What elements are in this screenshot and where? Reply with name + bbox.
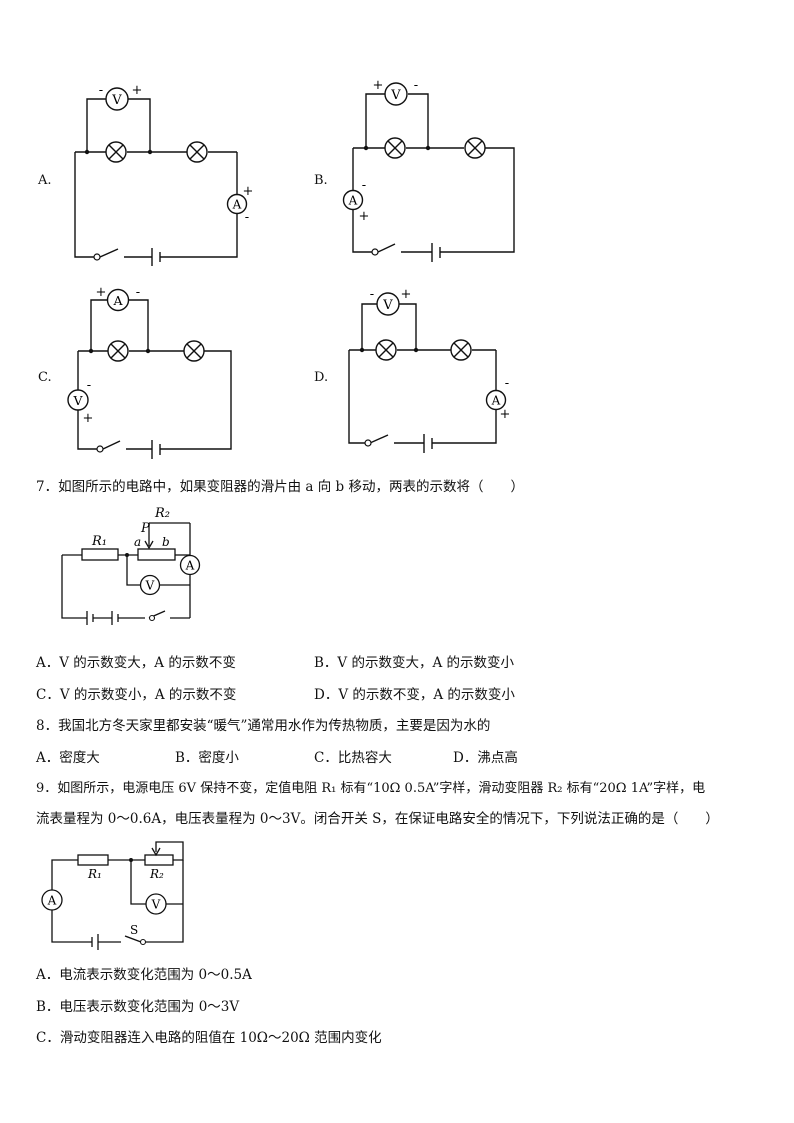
q7-r1-label: R₁ [91, 534, 107, 549]
meter-icon [485, 389, 507, 411]
meter-icon [106, 288, 130, 312]
sign: - [505, 376, 509, 391]
q7-option-c[interactable]: C．V 的示数变小，A 的示数不变 [36, 687, 237, 703]
bulb-icon [384, 137, 406, 159]
q6-a-side-meter: A [232, 198, 242, 212]
sign: - [245, 210, 249, 225]
q9-option-b[interactable]: B．电压表示数变化范围为 0～3V [36, 999, 240, 1015]
sign: + [401, 287, 412, 302]
meter-icon [384, 82, 408, 106]
meter-icon [342, 189, 364, 211]
q8-option-d[interactable]: D．沸点高 [453, 750, 518, 766]
meter-icon [105, 87, 129, 111]
q6-option-a-label[interactable]: A. [38, 173, 52, 188]
q8-option-c[interactable]: C．比热容大 [314, 750, 392, 766]
ammeter-icon [179, 554, 201, 576]
sign: - [414, 78, 418, 93]
q6-option-d-label[interactable]: D. [314, 370, 329, 385]
q8-stem: 8．我国北方冬天家里都安装“暖气”通常用水作为传热物质，主要是因为水的 [36, 718, 491, 734]
q9-voltmeter-label: V [151, 898, 161, 912]
q6-d-side-meter: A [491, 394, 501, 408]
sign: - [370, 287, 374, 302]
sign: - [136, 285, 140, 300]
q7-p-label: P [140, 521, 150, 536]
q7-option-b[interactable]: B．V 的示数变大，A 的示数变小 [314, 655, 515, 671]
sign: + [373, 78, 384, 93]
q9-stem-line2: 流表量程为 0～0.6A，电压表量程为 0～3V。闭合开关 S，在保证电路安全的… [36, 811, 719, 827]
q6-option-c-label[interactable]: C. [38, 370, 52, 385]
q7-voltmeter-label: V [145, 579, 155, 593]
sign: + [96, 285, 107, 300]
q6-b-top-meter: V [390, 88, 401, 103]
q9-option-c[interactable]: C．滑动变阻器连入电路的阻值在 10Ω～20Ω 范围内变化 [36, 1030, 382, 1046]
bulb-icon [183, 340, 205, 362]
meter-icon [376, 292, 400, 316]
q7-b-label: b [162, 535, 170, 549]
sign: + [132, 83, 143, 98]
q9-ammeter-label: A [47, 894, 57, 908]
bulb-icon [464, 137, 486, 159]
ammeter-icon [41, 889, 63, 911]
q6-a-top-meter: V [111, 93, 122, 108]
sign: - [87, 378, 91, 393]
q6-b-side-meter: A [348, 194, 358, 208]
voltmeter-icon [139, 574, 161, 596]
q9-option-a[interactable]: A．电流表示数变化范围为 0～0.5A [36, 967, 252, 983]
q7-ammeter-label: A [185, 559, 195, 573]
sign: + [83, 411, 94, 426]
q8-option-b[interactable]: B．密度小 [175, 750, 239, 766]
q8-option-a[interactable]: A．密度大 [36, 750, 100, 766]
q6-d-top-meter: V [382, 298, 393, 313]
q7-stem: 7．如图所示的电路中，如果变阻器的滑片由 a 向 b 移动，两表的示数将（ ） [36, 479, 524, 495]
bulb-icon [450, 339, 472, 361]
bulb-icon [107, 340, 129, 362]
q9-r1-label: R₁ [87, 867, 102, 881]
q7-option-d[interactable]: D．V 的示数不变，A 的示数变小 [314, 687, 515, 703]
q7-a-label: a [134, 535, 141, 549]
q6-c-top-meter: A [112, 293, 123, 308]
sign: - [362, 178, 366, 193]
meter-icon [226, 193, 248, 215]
q7-r2-label: R₂ [154, 506, 170, 521]
q7-option-a[interactable]: A．V 的示数变大，A 的示数不变 [36, 655, 236, 671]
sign: - [99, 83, 103, 98]
sign: + [500, 407, 511, 422]
sign: + [359, 209, 370, 224]
bulb-icon [186, 141, 208, 163]
q9-r2-label: R₂ [149, 867, 164, 881]
voltmeter-icon [145, 893, 167, 915]
meter-icon [67, 389, 89, 411]
q6-option-b-label[interactable]: B. [314, 173, 328, 188]
sign: + [243, 184, 254, 199]
q9-stem-line1: 9．如图所示，电源电压 6V 保持不变，定值电阻 R₁ 标有“10Ω 0.5A”… [36, 781, 706, 796]
bulb-icon [375, 339, 397, 361]
bulb-icon [105, 141, 127, 163]
q6-c-side-meter: V [72, 393, 83, 408]
q9-switch-label: S [130, 923, 138, 937]
